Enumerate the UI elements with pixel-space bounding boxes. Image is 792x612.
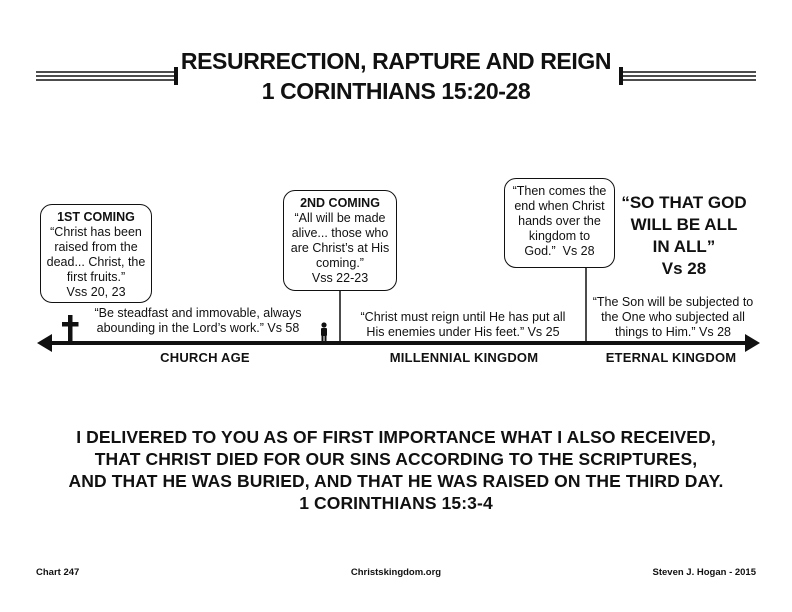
second-coming-quote: “All will be made alive... those who are… <box>290 211 390 270</box>
timeline-arrow-left <box>37 334 52 352</box>
footer-website: Christskingdom.org <box>350 567 442 578</box>
title-line-2: 1 CORINTHIANS 15:20-28 <box>261 78 531 104</box>
first-coming-ref: Vss 20, 23 <box>66 285 126 299</box>
footer-chart-number: Chart 247 <box>36 567 80 578</box>
first-coming-quote: “Christ has been raised from the dead...… <box>46 225 146 284</box>
second-coming-heading: 2ND COMING <box>300 196 380 210</box>
second-coming-ref: Vss 22-23 <box>311 271 369 285</box>
cross-icon <box>62 315 79 342</box>
all-in-all-quote: “SO THAT GOD WILL BE ALL IN ALL” Vs 28 <box>620 192 748 280</box>
second-coming-box: 2ND COMING “All will be made alive... th… <box>283 190 397 291</box>
first-coming-heading: 1ST COMING <box>57 210 135 224</box>
millennial-note: “Christ must reign until He has put all … <box>360 310 566 339</box>
era-eternal-kingdom: ETERNAL KINGDOM <box>605 350 737 365</box>
scripture-verse: I DELIVERED TO YOU AS OF FIRST IMPORTANC… <box>0 426 792 514</box>
the-end-box: “Then comes the end when Christ hands ov… <box>504 178 615 268</box>
era-church-age: CHURCH AGE <box>160 350 250 365</box>
timeline-arrow-right <box>745 334 760 352</box>
verse-line-3: AND THAT HE WAS BURIED, AND THAT HE WAS … <box>68 471 724 491</box>
the-end-ref: Vs 28 <box>562 244 595 258</box>
title-rule-left <box>36 67 178 85</box>
footer-author: Steven J. Hogan - 2015 <box>652 567 756 578</box>
eternal-note: “The Son will be subjected to the One wh… <box>592 295 754 339</box>
title-line-1: RESURRECTION, RAPTURE AND REIGN <box>180 48 612 74</box>
person-icon <box>321 322 327 342</box>
the-end-quote: “Then comes the end when Christ hands ov… <box>512 184 607 258</box>
title-rule-right <box>619 67 756 85</box>
verse-line-1: I DELIVERED TO YOU AS OF FIRST IMPORTANC… <box>76 427 716 447</box>
all-in-all-text: “SO THAT GOD WILL BE ALL IN ALL” <box>621 193 747 256</box>
page-title: RESURRECTION, RAPTURE AND REIGN 1 CORINT… <box>0 46 792 106</box>
all-in-all-ref: Vs 28 <box>661 259 707 278</box>
church-age-note: “Be steadfast and immovable, always abou… <box>94 306 302 335</box>
verse-line-2: THAT CHRIST DIED FOR OUR SINS ACCORDING … <box>94 449 698 469</box>
verse-reference: 1 CORINTHIANS 15:3-4 <box>299 493 493 513</box>
era-millennial-kingdom: MILLENNIAL KINGDOM <box>389 350 539 365</box>
first-coming-box: 1ST COMING “Christ has been raised from … <box>40 204 152 303</box>
